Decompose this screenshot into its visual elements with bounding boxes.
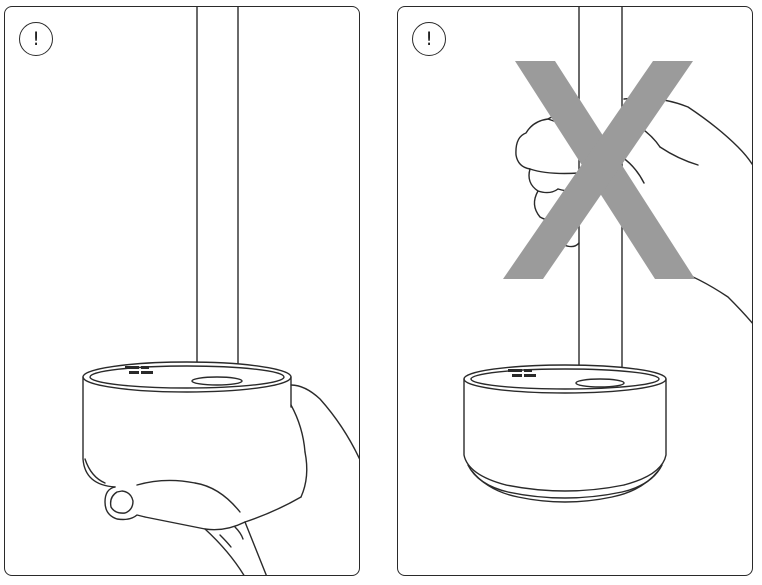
cross-mark-icon bbox=[503, 61, 695, 279]
illustration-base-grip bbox=[82, 7, 359, 575]
illustration-pole-grip bbox=[463, 7, 752, 503]
pole bbox=[196, 7, 239, 388]
hand-correct bbox=[104, 384, 359, 575]
stand-base bbox=[82, 361, 292, 488]
panel-incorrect-grip: ! bbox=[397, 6, 753, 576]
exclamation-icon: ! bbox=[412, 22, 446, 56]
stand-base bbox=[463, 364, 667, 503]
panel-correct-grip: ! bbox=[4, 6, 360, 576]
exclamation-icon: ! bbox=[19, 22, 53, 56]
